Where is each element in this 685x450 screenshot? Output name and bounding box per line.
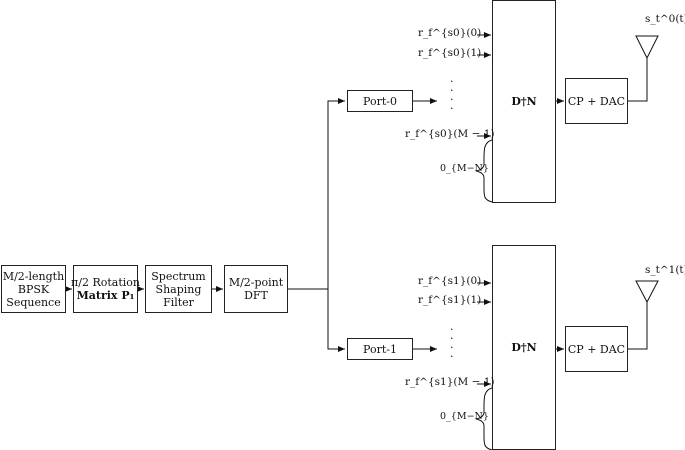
shaping-line3: Filter	[163, 295, 194, 309]
antenna-icon	[635, 35, 659, 60]
input-label-0-m: r_f^{s0}(M − 1)	[405, 128, 495, 140]
ellipsis-dots-0: ....	[450, 72, 454, 112]
shaping-line2: Shaping	[155, 282, 202, 296]
bpsk-line3: Sequence	[6, 295, 61, 309]
line-cp1-to-antenna	[628, 302, 648, 350]
idft-block-1: D†N	[492, 245, 556, 450]
zeros-label-1: 0_{M−N}	[440, 411, 489, 422]
cp-dac-block-0: CP + DAC	[565, 78, 628, 124]
zeros-label-0: 0_{M−N}	[440, 163, 489, 174]
port-1-block: Port-1	[347, 338, 413, 360]
line-cp0-to-antenna	[628, 58, 648, 102]
output-label-1: s_t^1(t)	[645, 264, 685, 276]
input-label-1-0: r_f^{s1}(0)	[418, 275, 482, 287]
spectrum-shaping-filter-block: Spectrum Shaping Filter	[145, 265, 212, 313]
port-0-block: Port-0	[347, 90, 413, 112]
brace-zeros-0	[475, 139, 493, 203]
shaping-line1: Spectrum	[151, 269, 206, 283]
dft-line2: DFT	[244, 289, 268, 302]
output-label-0: s_t^0(t)	[645, 13, 685, 25]
antenna-icon	[635, 280, 659, 304]
brace-zeros-1	[475, 387, 493, 450]
dft-line1: M/2-point	[228, 276, 284, 289]
input-label-0-0: r_f^{s0}(0)	[418, 27, 482, 39]
input-label-1-m: r_f^{s1}(M − 1)	[405, 376, 495, 388]
rotation-line1: π/2 Rotation	[71, 276, 140, 289]
bpsk-sequence-block: M/2-length BPSK Sequence	[1, 265, 66, 313]
ellipsis-dots-1: ....	[450, 320, 454, 360]
line-dft-to-split	[288, 98, 345, 290]
input-label-0-1: r_f^{s0}(1)	[418, 47, 482, 59]
idft-block-0: D†N	[492, 0, 556, 203]
dft-block: M/2-point DFT	[224, 265, 288, 313]
input-label-1-1: r_f^{s1}(1)	[418, 294, 482, 306]
bpsk-line1: M/2-length	[2, 269, 65, 283]
cp-dac-block-1: CP + DAC	[565, 326, 628, 372]
line-split-to-port1	[327, 289, 345, 352]
rotation-line2: Matrix P₁	[76, 289, 135, 302]
bpsk-line2: BPSK	[17, 282, 50, 296]
rotation-matrix-block: π/2 Rotation Matrix P₁	[71, 265, 140, 313]
